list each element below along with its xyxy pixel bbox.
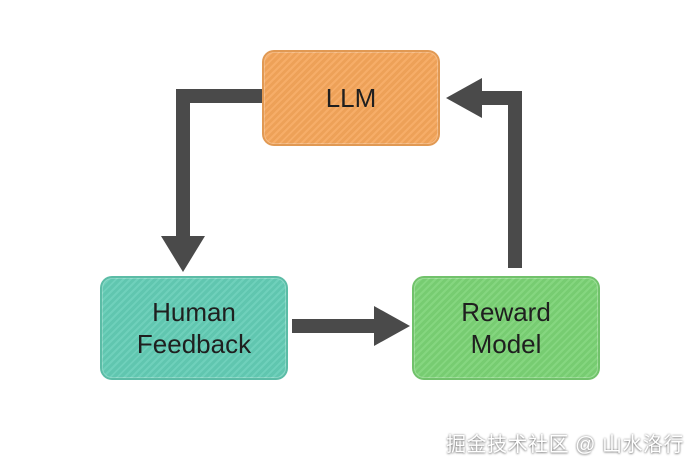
watermark: 掘金技术社区 @ 山水洛行 bbox=[446, 434, 684, 456]
node-human-feedback-label: Human Feedback bbox=[136, 297, 252, 359]
node-human-feedback: Human Feedback bbox=[100, 276, 288, 380]
node-reward-model: Reward Model bbox=[412, 276, 600, 380]
edge-human-feedback-to-reward-model bbox=[292, 306, 410, 346]
node-llm-label: LLM bbox=[325, 83, 377, 113]
node-llm: LLM bbox=[262, 50, 440, 146]
edge-reward-model-to-llm bbox=[446, 78, 522, 268]
node-reward-model-label: Reward Model bbox=[461, 297, 551, 359]
edge-llm-to-human-feedback bbox=[161, 89, 262, 272]
